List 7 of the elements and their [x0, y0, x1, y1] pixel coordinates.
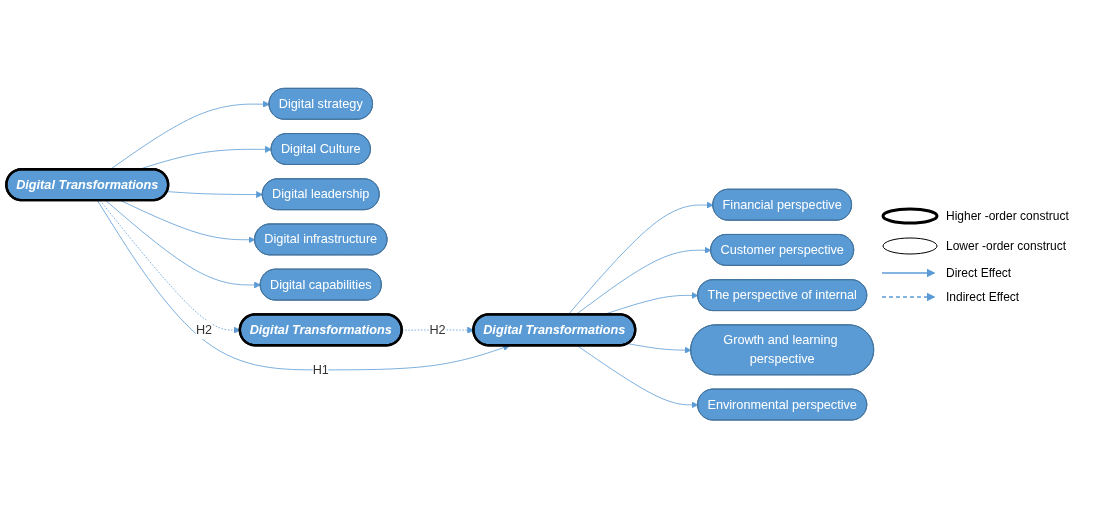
legend-text: Lower -order construct [946, 238, 1067, 253]
legend-text: Higher -order construct [946, 208, 1069, 223]
edge-label: H1 [312, 363, 329, 377]
edge-label: H2 [195, 322, 213, 337]
edge-label: H2 [429, 322, 446, 337]
legend-text: Indirect Effect [946, 289, 1020, 304]
legend-text: Direct Effect [946, 265, 1012, 280]
